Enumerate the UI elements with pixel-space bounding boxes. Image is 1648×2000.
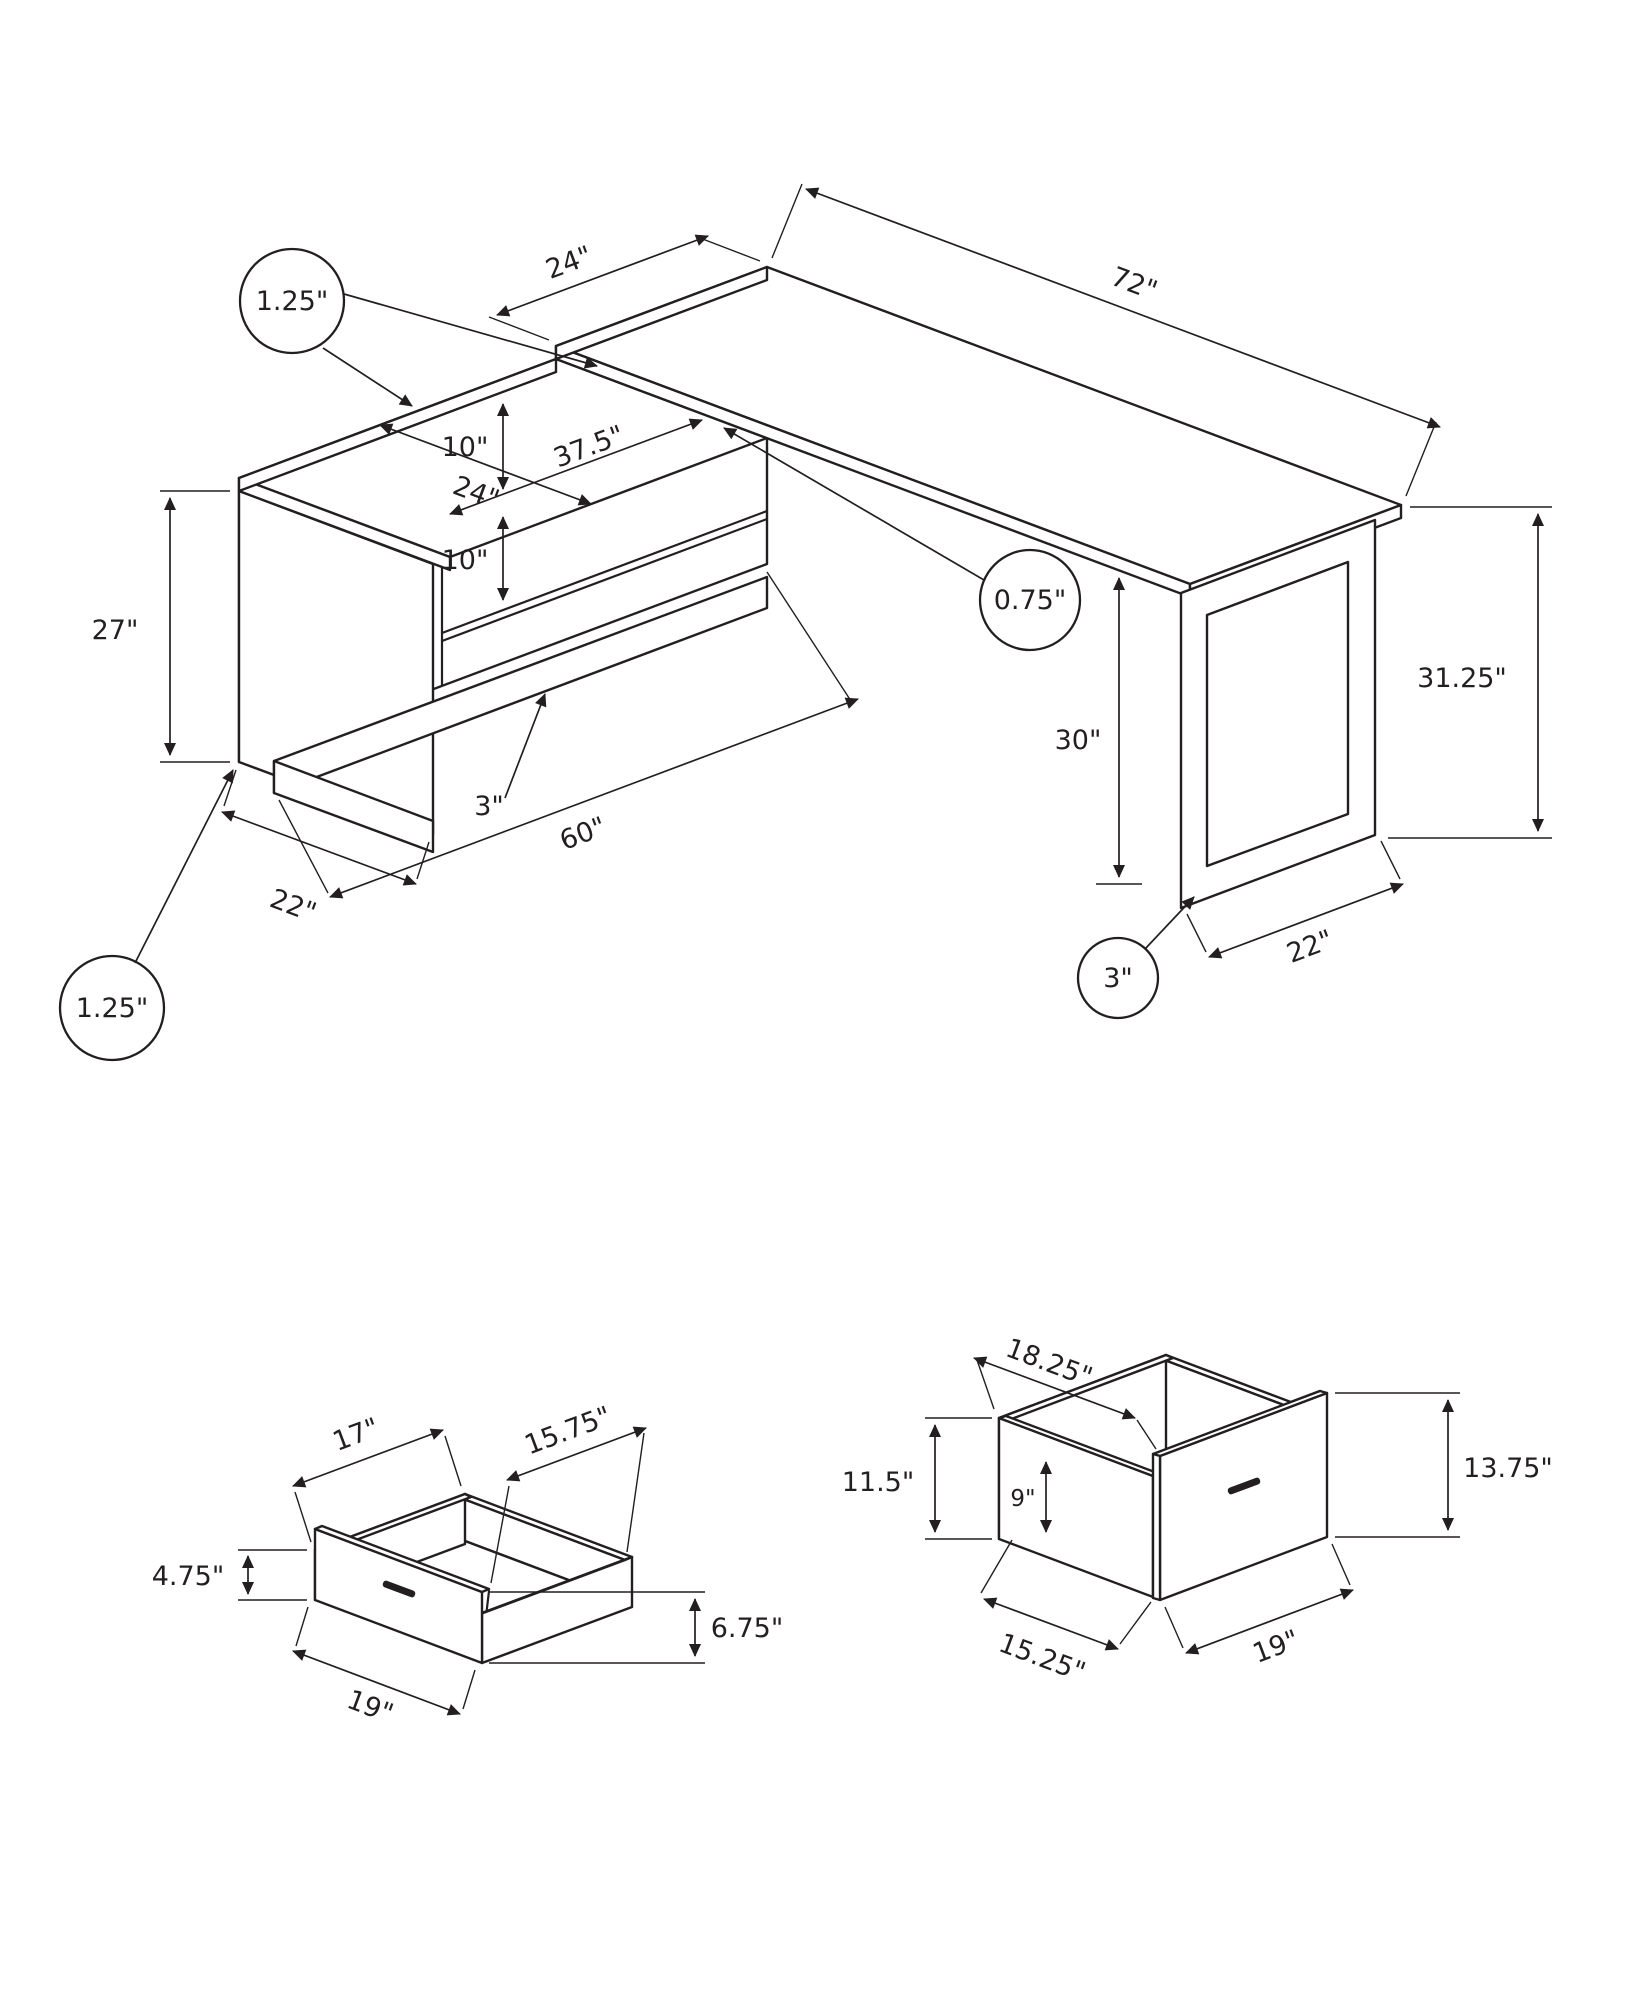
leg-inner xyxy=(1205,560,1350,868)
front-panel-top xyxy=(313,1524,491,1594)
shelf-thickness-callout xyxy=(978,548,1082,652)
dim-leg-depth: 22" xyxy=(1283,924,1338,969)
dim-shelf-opening-bottom: 10" xyxy=(442,545,489,576)
dim-bottom-thickness: 1.25" xyxy=(76,993,149,1024)
dim-large-inner-height: 9" xyxy=(1010,1486,1035,1512)
dim-shelf-thickness: 0.75" xyxy=(994,585,1067,616)
dim-large-front-width: 19" xyxy=(1249,1624,1304,1669)
dim-leg-clearance: 30" xyxy=(1055,725,1102,756)
bottom-thickness-callout xyxy=(58,954,166,1062)
leg-thickness-callout xyxy=(1076,936,1160,1020)
dim-leg-frame-thickness: 3" xyxy=(1103,963,1133,994)
dim-small-front-height: 6.75" xyxy=(711,1613,784,1644)
dim-small-outer-depth: 17" xyxy=(329,1412,384,1457)
dim-overall-height: 31.25" xyxy=(1417,663,1507,694)
dim-small-inner-depth: 15.75" xyxy=(521,1401,616,1461)
top-thickness-callout xyxy=(238,247,346,355)
shelf2-front-top xyxy=(440,509,769,635)
drawer-handle-icon xyxy=(1227,1477,1261,1495)
small-drawer-detail: 17" 15.75" 4.75" 6.75" 19" xyxy=(152,1401,784,1730)
dim-large-side-height: 11.5" xyxy=(842,1467,915,1498)
dim-small-side-height: 4.75" xyxy=(152,1561,225,1592)
dim-top-thickness: 1.25" xyxy=(256,286,329,317)
dim-cabinet-length: 60" xyxy=(556,811,611,856)
front-panel-edge xyxy=(1151,1452,1162,1602)
large-drawer-detail: 18.25" 11.5" 9" 13.75" 15.25" 19" xyxy=(842,1333,1553,1688)
right-leg-frame xyxy=(1179,518,1377,910)
dim-shelf-opening-top: 10" xyxy=(442,432,489,463)
main-dimensions: 24" 72" 1.25" 24" 27" 10" 10" xyxy=(58,183,1552,1062)
l-desk-assembly: 24" 72" 1.25" 24" 27" 10" 10" xyxy=(58,183,1552,1062)
drawer-handle-icon xyxy=(382,1580,416,1598)
dim-desk-depth: 24" xyxy=(542,240,597,285)
dim-cabinet-depth: 22" xyxy=(266,883,321,928)
dim-large-front-height: 13.75" xyxy=(1463,1453,1553,1484)
dim-large-outer-depth: 18.25" xyxy=(1002,1333,1097,1393)
dim-base-height: 3" xyxy=(474,791,504,822)
dim-small-front-width: 19" xyxy=(343,1684,398,1729)
dim-large-inner-depth: 15.25" xyxy=(995,1628,1090,1688)
dim-cabinet-height: 27" xyxy=(92,615,139,646)
shelf2-front-bottom xyxy=(440,517,769,643)
dim-desk-length: 72" xyxy=(1107,261,1162,306)
